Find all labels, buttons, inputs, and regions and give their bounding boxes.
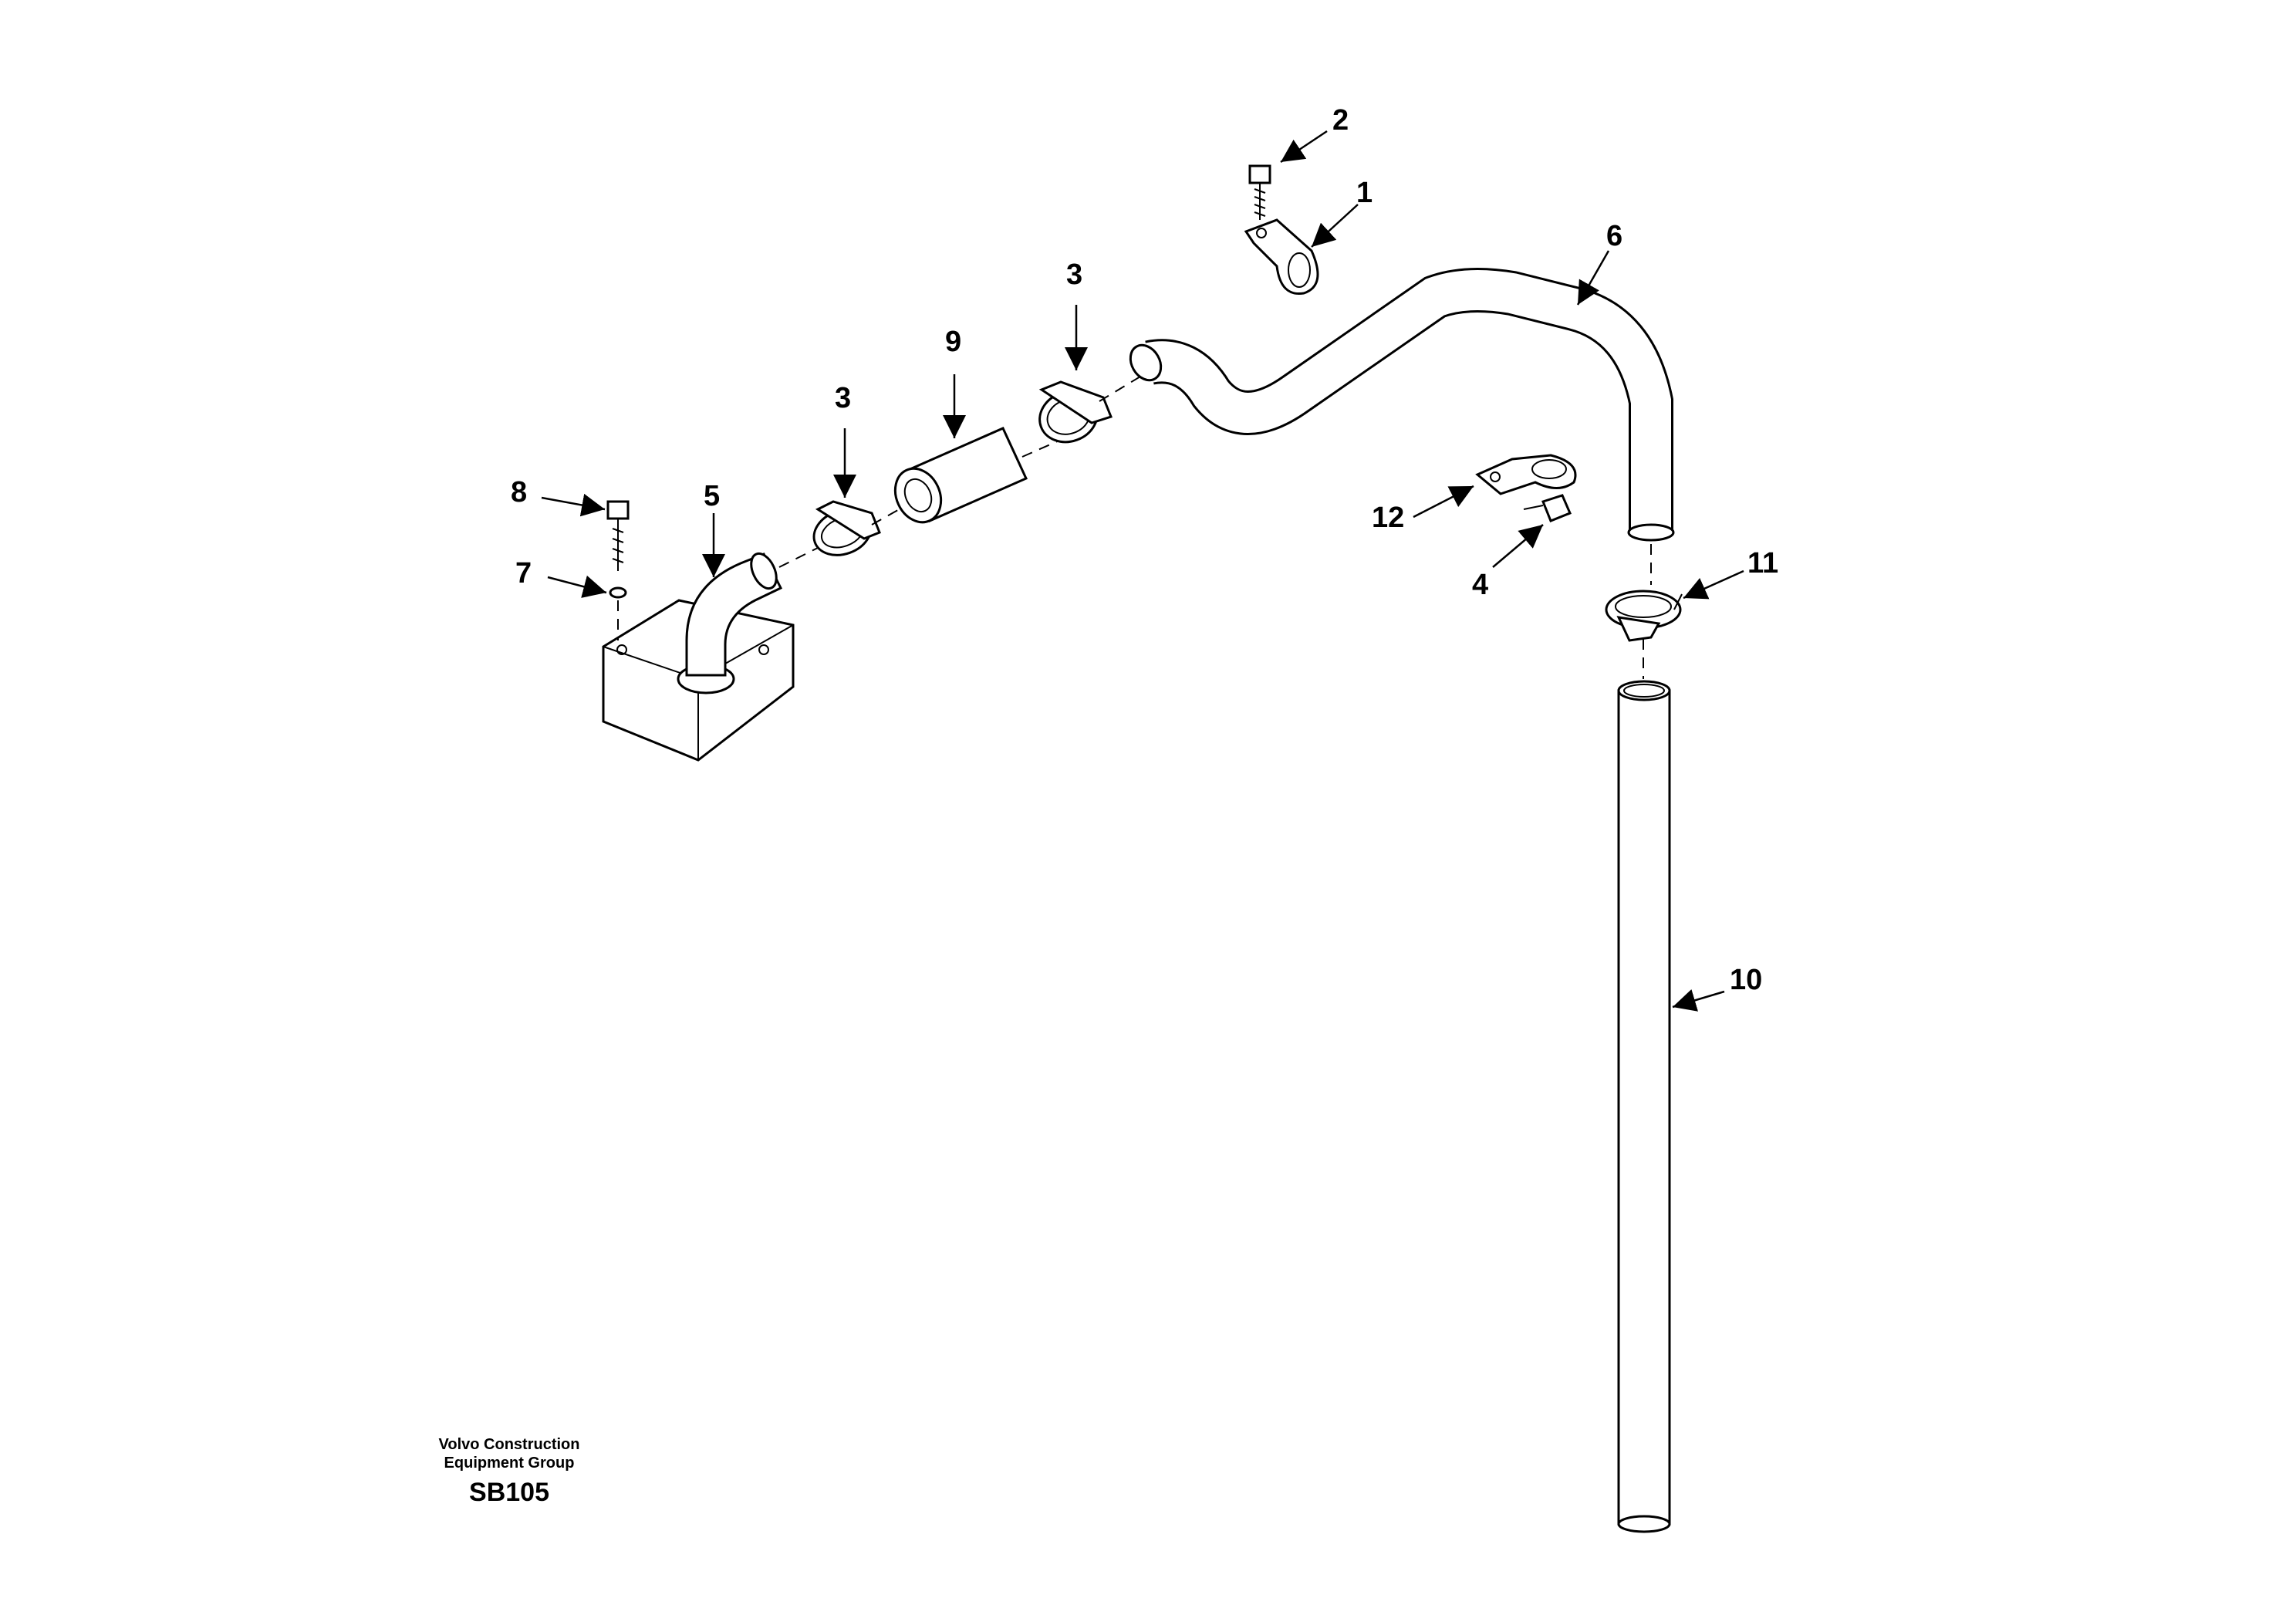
callout-8: 8 [511, 476, 527, 509]
arrow-1 [1311, 204, 1359, 248]
callout-7: 7 [515, 557, 532, 590]
callout-11: 11 [1747, 547, 1778, 580]
footer-company-line2: Equipment Group [444, 1455, 575, 1472]
pipe-part-6 [1129, 268, 1675, 542]
alignment-line-hose-clamp [1021, 439, 1062, 458]
callout-6: 6 [1606, 220, 1622, 252]
pipe-part-10 [1617, 680, 1671, 1533]
arrow-12 [1413, 485, 1474, 519]
bolt-part-2 [1248, 164, 1271, 220]
leader-arrows [541, 130, 1744, 1012]
hose-clamp-part-11 [1605, 590, 1683, 642]
arrow-8 [541, 493, 606, 517]
footer-diagram-code: SB105 [469, 1478, 549, 1507]
clip-part-12 [1475, 454, 1577, 495]
arrow-4 [1492, 524, 1544, 568]
housing-box-part-5 [602, 552, 795, 762]
callout-9: 9 [945, 326, 961, 358]
washer-part-7 [609, 586, 627, 599]
callout-5: 5 [704, 480, 720, 512]
callout-2: 2 [1332, 104, 1349, 137]
bolt-part-8 [606, 500, 630, 571]
arrow-11 [1683, 569, 1744, 600]
callout-12: 12 [1372, 502, 1404, 534]
clip-part-1 [1244, 218, 1319, 296]
footer-company-line1: Volvo Construction [438, 1436, 580, 1453]
callout-10: 10 [1730, 964, 1762, 996]
bolt-part-4 [1523, 494, 1572, 522]
arrow-7 [547, 575, 607, 598]
arrow-2 [1280, 130, 1328, 164]
footer-block: Volvo Construction Equipment Group SB105 [401, 1435, 617, 1509]
alignment-line-clamp-hose [871, 502, 911, 525]
callout-4: 4 [1472, 569, 1488, 601]
arrow-6 [1576, 250, 1610, 306]
callout-3b: 3 [1066, 259, 1082, 291]
hose-segment-part-9 [893, 427, 1028, 524]
callout-1: 1 [1356, 177, 1373, 209]
hose-clamp-part-3-lower [812, 500, 881, 556]
arrow-10 [1672, 989, 1725, 1012]
callout-3a: 3 [835, 382, 851, 414]
hose-clamp-part-3-upper [1038, 380, 1113, 444]
alignment-line-clamp-pipe [1099, 376, 1141, 402]
